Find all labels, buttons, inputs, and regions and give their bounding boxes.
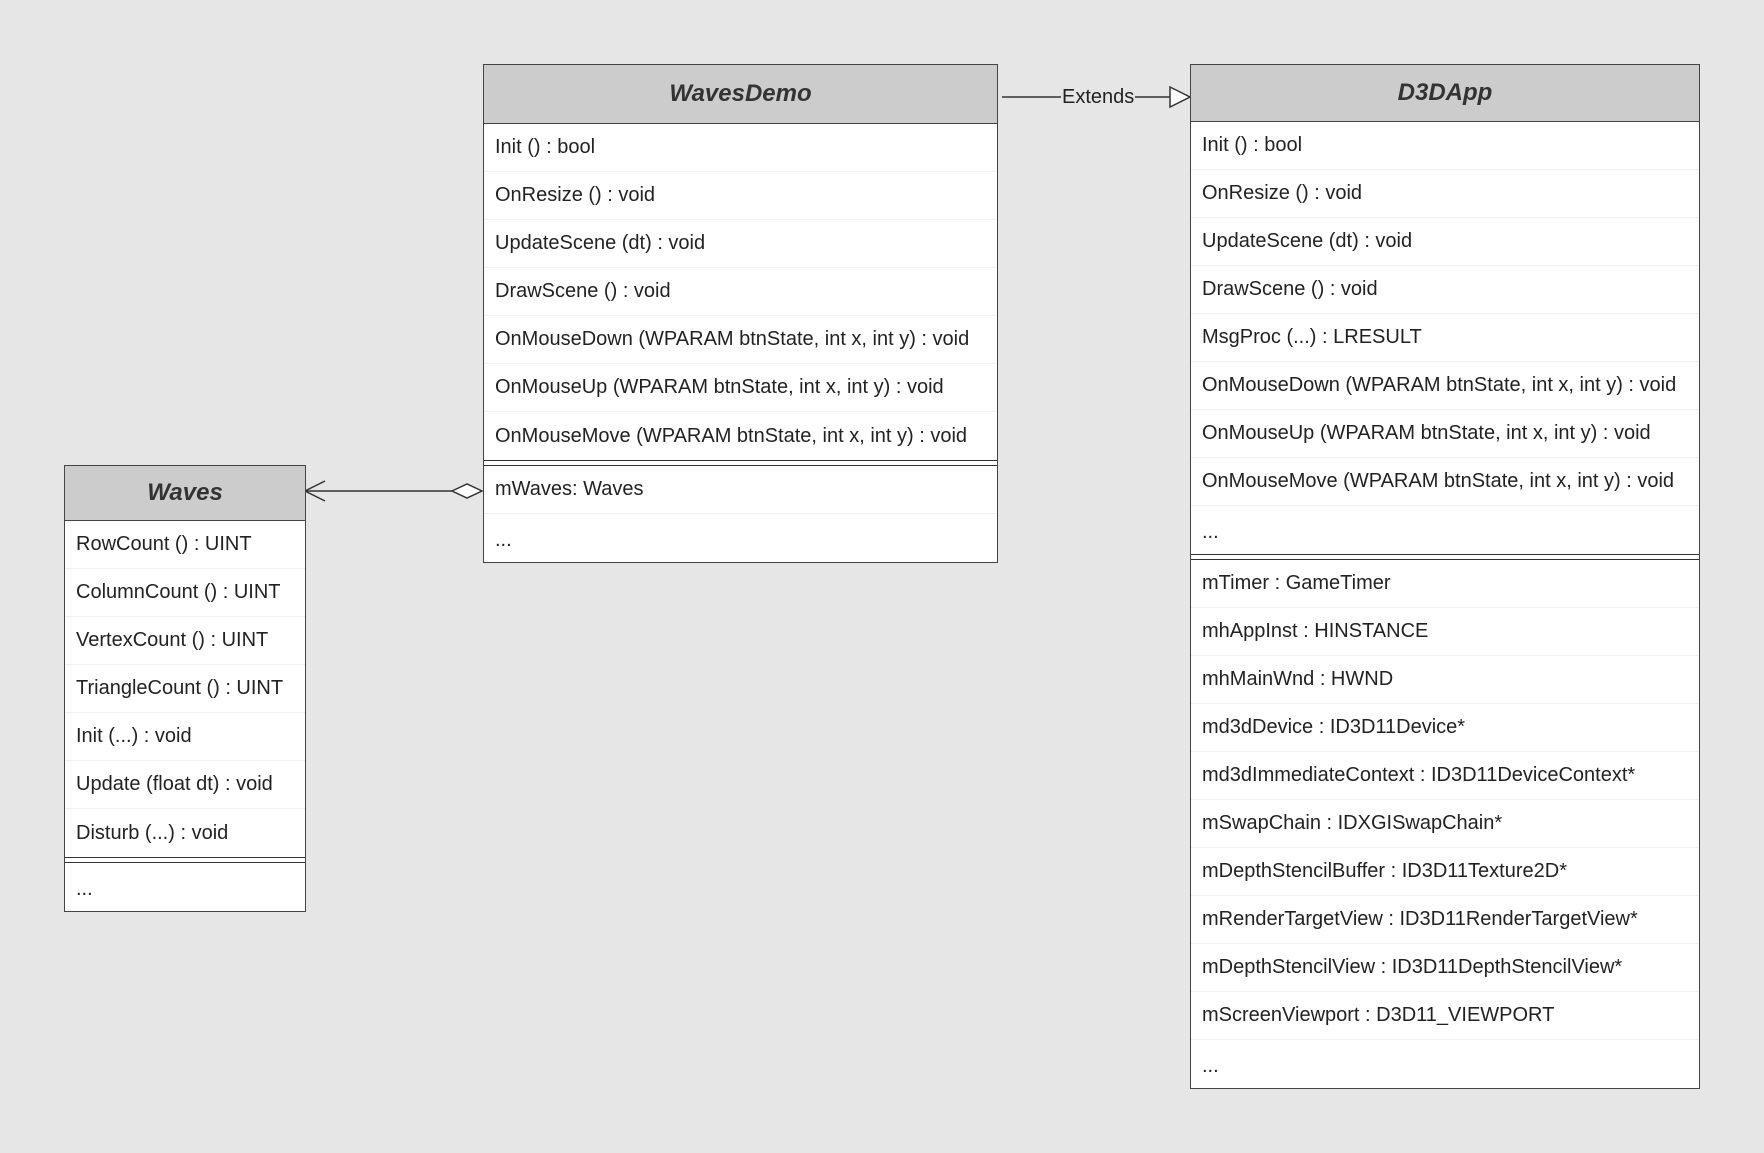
method-msg-proc[interactable]: MsgProc (...) : LRESULT xyxy=(1191,314,1699,362)
class-waves[interactable]: Waves RowCount () : UINT ColumnCount () … xyxy=(64,465,306,912)
method-on-mouse-up[interactable]: OnMouseUp (WPARAM btnState, int x, int y… xyxy=(484,364,997,412)
class-waves-fields: ... xyxy=(65,863,305,911)
field-m-swap-chain[interactable]: mSwapChain : IDXGISwapChain* xyxy=(1191,800,1699,848)
class-waves-divider xyxy=(65,857,305,863)
field-m-depth-stencil-buffer[interactable]: mDepthStencilBuffer : ID3D11Texture2D* xyxy=(1191,848,1699,896)
method-on-mouse-move[interactable]: OnMouseMove (WPARAM btnState, int x, int… xyxy=(495,424,968,447)
field-ellipsis: ... xyxy=(76,878,93,900)
method-init[interactable]: Init (...) : void xyxy=(65,713,305,761)
aggregation-diamond xyxy=(450,483,484,499)
method-on-resize[interactable]: OnResize () : void xyxy=(484,172,997,220)
method-triangle-count[interactable]: TriangleCount () : UINT xyxy=(65,665,305,713)
method-init[interactable]: Init () : bool xyxy=(1191,122,1699,170)
method-ellipsis: ... xyxy=(1202,521,1219,543)
class-d3d-app-methods: Init () : bool OnResize () : void Update… xyxy=(1191,122,1699,554)
field-md3d-device[interactable]: md3dDevice : ID3D11Device* xyxy=(1191,704,1699,752)
field-mh-app-inst[interactable]: mhAppInst : HINSTANCE xyxy=(1191,608,1699,656)
aggregation-open-arrowhead xyxy=(303,480,326,502)
method-vertex-count[interactable]: VertexCount () : UINT xyxy=(65,617,305,665)
field-m-screen-viewport[interactable]: mScreenViewport : D3D11_VIEWPORT xyxy=(1191,992,1699,1040)
class-d3d-app[interactable]: D3DApp Init () : bool OnResize () : void… xyxy=(1190,64,1700,1089)
field-m-render-target-view[interactable]: mRenderTargetView : ID3D11RenderTargetVi… xyxy=(1191,896,1699,944)
class-d3d-app-title: D3DApp xyxy=(1191,65,1699,122)
class-waves-title: Waves xyxy=(65,466,305,521)
method-on-resize[interactable]: OnResize () : void xyxy=(1191,170,1699,218)
field-ellipsis: ... xyxy=(1202,1055,1219,1077)
method-update-scene[interactable]: UpdateScene (dt) : void xyxy=(1191,218,1699,266)
method-on-mouse-down[interactable]: OnMouseDown (WPARAM btnState, int x, int… xyxy=(484,316,997,364)
extends-arrowhead xyxy=(1169,85,1192,109)
method-init[interactable]: Init () : bool xyxy=(484,124,997,172)
method-update-scene[interactable]: UpdateScene (dt) : void xyxy=(484,220,997,268)
class-d3d-app-divider xyxy=(1191,554,1699,560)
method-column-count[interactable]: ColumnCount () : UINT xyxy=(65,569,305,617)
field-ellipsis: ... xyxy=(495,529,512,551)
field-m-timer[interactable]: mTimer : GameTimer xyxy=(1191,560,1699,608)
field-mh-main-wnd[interactable]: mhMainWnd : HWND xyxy=(1191,656,1699,704)
class-waves-demo-fields: mWaves: Waves ... xyxy=(484,466,997,562)
field-md3d-immediate-context[interactable]: md3dImmediateContext : ID3D11DeviceConte… xyxy=(1191,752,1699,800)
field-m-waves[interactable]: mWaves: Waves xyxy=(484,466,997,514)
class-waves-demo-methods: Init () : bool OnResize () : void Update… xyxy=(484,124,997,460)
class-d3d-app-fields: mTimer : GameTimer mhAppInst : HINSTANCE… xyxy=(1191,560,1699,1088)
method-disturb[interactable]: Disturb (...) : void xyxy=(76,821,229,844)
method-update[interactable]: Update (float dt) : void xyxy=(65,761,305,809)
method-on-mouse-up[interactable]: OnMouseUp (WPARAM btnState, int x, int y… xyxy=(1191,410,1699,458)
method-on-mouse-down[interactable]: OnMouseDown (WPARAM btnState, int x, int… xyxy=(1191,362,1699,410)
class-waves-demo[interactable]: WavesDemo Init () : bool OnResize () : v… xyxy=(483,64,998,563)
class-waves-demo-divider xyxy=(484,460,997,466)
extends-label: Extends xyxy=(1061,86,1136,108)
method-on-mouse-move[interactable]: OnMouseMove (WPARAM btnState, int x, int… xyxy=(1191,458,1699,506)
class-waves-methods: RowCount () : UINT ColumnCount () : UINT… xyxy=(65,521,305,857)
class-waves-demo-title: WavesDemo xyxy=(484,65,997,124)
method-draw-scene[interactable]: DrawScene () : void xyxy=(484,268,997,316)
field-m-depth-stencil-view[interactable]: mDepthStencilView : ID3D11DepthStencilVi… xyxy=(1191,944,1699,992)
method-draw-scene[interactable]: DrawScene () : void xyxy=(1191,266,1699,314)
method-row-count[interactable]: RowCount () : UINT xyxy=(65,521,305,569)
